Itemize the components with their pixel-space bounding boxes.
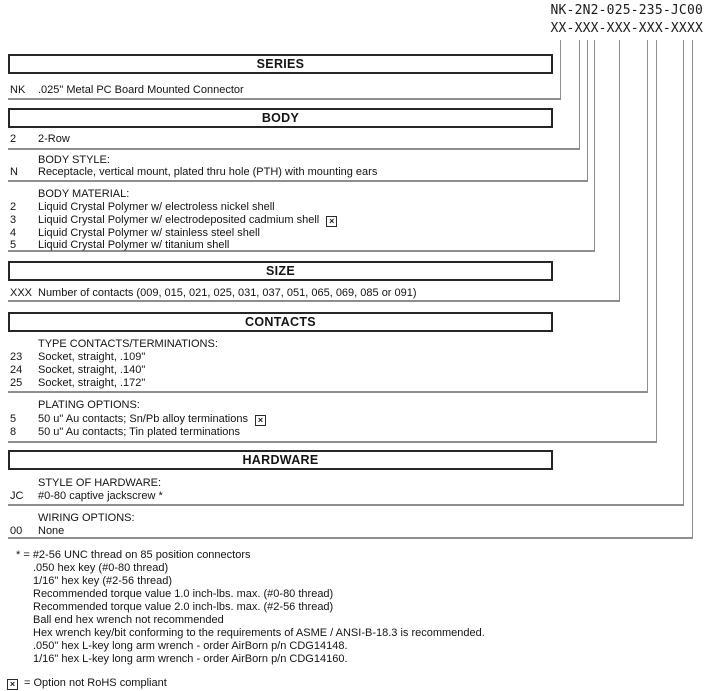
material-desc: Liquid Crystal Polymer w/ titanium shell: [38, 239, 230, 251]
material-code: 3: [10, 214, 17, 226]
footnote: .050 hex key (#0-80 thread): [33, 562, 169, 574]
wiring-options-row: 00 None: [10, 525, 64, 538]
contacts-type-row-24: 24 Socket, straight, .140": [10, 364, 145, 377]
contacts-type-row-25: 25 Socket, straight, .172": [10, 377, 145, 390]
body-material-row-5: 5 Liquid Crystal Polymer w/ titanium shel…: [10, 239, 229, 252]
part-number-example: NK-2N2-025-235-JC00: [550, 3, 703, 18]
type-code: 25: [10, 377, 23, 389]
body-style-label: BODY STYLE:: [38, 154, 110, 166]
wiring-options-label: WIRING OPTIONS:: [38, 512, 135, 524]
series-header-box: SERIES: [8, 54, 553, 74]
wiring-code: 00: [10, 525, 23, 537]
plating-options-label: PLATING OPTIONS:: [38, 399, 140, 411]
body-code: 2: [10, 133, 17, 145]
body-row: 2 2-Row: [10, 133, 70, 146]
plating-code: 8: [10, 426, 17, 438]
body-material-row-4: 4 Liquid Crystal Polymer w/ stainless ste…: [10, 227, 260, 240]
part-number-pattern: XX-XXX-XXX-XXX-XXXX: [550, 21, 703, 36]
size-desc: Number of contacts (009, 015, 021, 025, …: [38, 287, 417, 299]
body-material-row-3: 3 Liquid Crystal Polymer w/ electrodeposi…: [10, 214, 338, 227]
series-desc: .025" Metal PC Board Mounted Connector: [38, 84, 244, 96]
not-rohs-icon: ×: [254, 415, 266, 426]
contacts-title: CONTACTS: [245, 315, 316, 329]
hardware-style-desc: #0-80 captive jackscrew *: [38, 490, 163, 502]
hardware-header-box: HARDWARE: [8, 450, 553, 470]
hardware-style-label: STYLE OF HARDWARE:: [38, 477, 162, 489]
plating-row-8: 8 50 u" Au contacts; Tin plated terminati…: [10, 426, 240, 439]
footnote: Recommended torque value 1.0 inch-lbs. m…: [33, 588, 334, 600]
body-title: BODY: [261, 111, 300, 125]
hardware-style-code: JC: [10, 490, 24, 502]
size-header-box: SIZE: [8, 261, 553, 281]
material-desc: Liquid Crystal Polymer w/ stainless stee…: [38, 227, 260, 239]
series-title: SERIES: [256, 57, 305, 71]
material-desc: Liquid Crystal Polymer w/ electrodeposit…: [38, 214, 320, 226]
type-code: 23: [10, 351, 23, 363]
body-header-box: BODY: [8, 108, 553, 128]
body-desc: 2-Row: [38, 133, 70, 145]
plating-row-5: 5 50 u" Au contacts; Sn/Pb alloy terminat…: [10, 413, 266, 426]
not-rohs-icon: ×: [7, 679, 18, 690]
hardware-title: HARDWARE: [242, 453, 319, 467]
hardware-style-row: JC #0-80 captive jackscrew *: [10, 490, 163, 503]
footnote: Ball end hex wrench not recommended: [33, 614, 224, 626]
body-material-label: BODY MATERIAL:: [38, 188, 130, 200]
rohs-legend: × = Option not RoHS compliant: [7, 677, 167, 690]
contacts-type-row-23: 23 Socket, straight, .109": [10, 351, 145, 364]
type-code: 24: [10, 364, 23, 376]
material-code: 2: [10, 201, 17, 213]
body-style-row: N Receptacle, vertical mount, plated thru…: [10, 166, 377, 179]
not-rohs-icon: ×: [326, 216, 338, 227]
body-style-desc: Receptacle, vertical mount, plated thru …: [38, 166, 378, 178]
plating-desc: 50 u" Au contacts; Sn/Pb alloy terminati…: [38, 413, 248, 425]
footnote: Recommended torque value 2.0 inch-lbs. m…: [33, 601, 334, 613]
material-code: 4: [10, 227, 17, 239]
body-style-code: N: [10, 166, 18, 178]
size-row: XXX Number of contacts (009, 015, 021, 02…: [10, 287, 417, 300]
footnote: 1/16" hex key (#2-56 thread): [33, 575, 173, 587]
size-code: XXX: [10, 287, 33, 299]
type-desc: Socket, straight, .172": [38, 377, 146, 389]
body-material-row-2: 2 Liquid Crystal Polymer w/ electroless n…: [10, 201, 275, 214]
series-row: NK .025" Metal PC Board Mounted Connector: [10, 84, 244, 97]
plating-code: 5: [10, 413, 17, 425]
contacts-header-box: CONTACTS: [8, 312, 553, 332]
rohs-legend-text: = Option not RoHS compliant: [24, 677, 167, 689]
footnote: 1/16" hex L-key long arm wrench - order …: [33, 653, 348, 665]
plating-desc: 50 u" Au contacts; Tin plated terminatio…: [38, 426, 241, 438]
series-code: NK: [10, 84, 26, 96]
material-code: 5: [10, 239, 17, 251]
contacts-type-label: TYPE CONTACTS/TERMINATIONS:: [38, 338, 218, 350]
footnote: Hex wrench key/bit conforming to the req…: [33, 627, 485, 639]
material-desc: Liquid Crystal Polymer w/ electroless ni…: [38, 201, 275, 213]
type-desc: Socket, straight, .109": [38, 351, 146, 363]
footnote: .050" hex L-key long arm wrench - order …: [33, 640, 348, 652]
type-desc: Socket, straight, .140": [38, 364, 146, 376]
wiring-desc: None: [38, 525, 65, 537]
size-title: SIZE: [266, 264, 295, 278]
footnote: * = #2-56 UNC thread on 85 position conn…: [16, 549, 251, 561]
